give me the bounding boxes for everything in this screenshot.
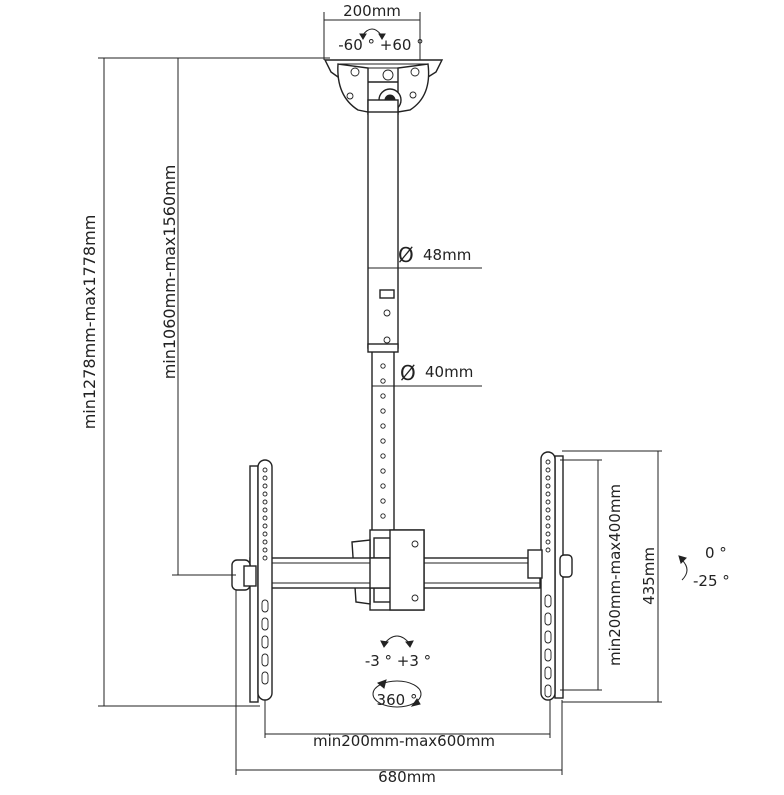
horizontal-hole-spacing-label: min200mm-max600mm [313, 732, 495, 750]
vertical-hole-spacing-dimension: min200mm-max400mm [560, 459, 624, 691]
mounting-hole [545, 499, 551, 505]
mounting-hole [262, 539, 268, 545]
upper-pole-diameter-label: 48mm [423, 246, 471, 264]
mounting-hole [545, 475, 551, 481]
lower-pole-diameter-label: 40mm [425, 363, 473, 381]
mounting-hole [545, 523, 551, 529]
overall-width-dimension: 680mm [235, 590, 563, 786]
left-vertical-bracket [231, 459, 273, 703]
mounting-slot [544, 666, 552, 680]
lower-pole: Ø 40mm [367, 343, 482, 535]
mounting-hole [380, 393, 386, 399]
screen-tilt-arc [681, 559, 688, 581]
mounting-hole [545, 467, 551, 473]
mounting-hole [545, 491, 551, 497]
diameter-symbol-upper: Ø [398, 243, 414, 267]
pole-height-label: min1060mm-max1560mm [160, 165, 179, 380]
mounting-slot [544, 684, 552, 698]
right-vertical-bracket [527, 451, 573, 701]
rotation-ellipse [372, 680, 422, 708]
mounting-slot [544, 594, 552, 608]
mounting-hole [262, 555, 268, 561]
mounting-hole [262, 531, 268, 537]
pole-height-dimension: min1060mm-max1560mm [160, 58, 236, 576]
mounting-hole [262, 499, 268, 505]
mounting-hole [262, 515, 268, 521]
swivel-label: -3 ° +3 ° [365, 652, 431, 670]
mounting-hole [380, 423, 386, 429]
diameter-symbol-lower: Ø [400, 361, 416, 385]
mounting-slot [544, 648, 552, 662]
top-plate-width-label: 200mm [343, 2, 401, 20]
screen-tilt-bottom-label: -25 ° [693, 572, 730, 590]
mounting-hole [262, 547, 268, 553]
mounting-hole [262, 467, 268, 473]
mounting-hole [380, 453, 386, 459]
mounting-hole [545, 515, 551, 521]
horizontal-hole-spacing-dimension: min200mm-max600mm [264, 700, 551, 750]
mounting-slot [261, 617, 269, 631]
mounting-hole [545, 459, 551, 465]
screen-tilt-top-label: 0 ° [705, 544, 727, 562]
ceiling-tilt-label: -60 ° +60 ° [338, 36, 423, 54]
mounting-hole [545, 483, 551, 489]
mounting-hole [262, 507, 268, 513]
mounting-hole [545, 539, 551, 545]
bracket-height-label: 435mm [640, 547, 658, 605]
mounting-hole [380, 408, 386, 414]
overall-width-label: 680mm [378, 768, 436, 786]
screen-tilt: 0 ° -25 ° [678, 544, 730, 590]
mounting-hole [380, 438, 386, 444]
mounting-hole [380, 363, 386, 369]
mounting-slot [544, 612, 552, 626]
mounting-hole [545, 547, 551, 553]
upper-pole: Ø 48mm [367, 111, 482, 349]
swivel: -3 ° +3 ° [365, 635, 431, 670]
mounting-hole [380, 498, 386, 504]
mounting-slot [261, 671, 269, 685]
mounting-hole [380, 378, 386, 384]
mounting-hole [545, 531, 551, 537]
rotation: 360 ° [372, 679, 422, 709]
horizontal-rail [249, 529, 541, 611]
mounting-slot [544, 630, 552, 644]
overall-height-dimension: min1278mm-max1778mm [80, 57, 330, 707]
mounting-slot [261, 599, 269, 613]
overall-height-label: min1278mm-max1778mm [80, 215, 99, 430]
mounting-hole [380, 468, 386, 474]
rotation-label: 360 ° [377, 691, 418, 709]
mounting-slot [261, 653, 269, 667]
mounting-slot [261, 635, 269, 649]
mounting-hole [262, 483, 268, 489]
mounting-hole [380, 513, 386, 519]
mounting-hole [262, 523, 268, 529]
top-plate-dimension: 200mm -60 ° +60 ° [323, 2, 424, 60]
mounting-hole [262, 491, 268, 497]
bracket-height-dimension: 435mm [562, 450, 662, 703]
ceiling-plate [323, 59, 444, 115]
vertical-hole-spacing-label: min200mm-max400mm [606, 484, 624, 666]
mounting-hole [545, 507, 551, 513]
mounting-hole [262, 475, 268, 481]
mounting-hole [380, 483, 386, 489]
